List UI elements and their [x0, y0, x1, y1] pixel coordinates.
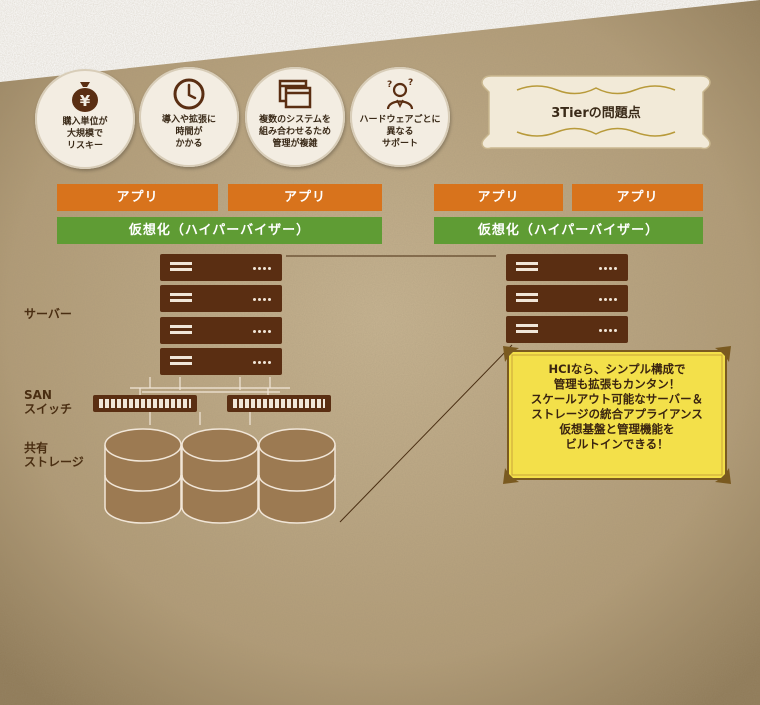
problem-item-management: 複数のシステムを 組み合わせるため 管理が複雑 [245, 67, 345, 167]
shared-storage-cylinders [104, 428, 336, 524]
problem-item-time: 導入や拡張に 時間が かかる [139, 67, 239, 167]
hci-note-text: HCIなら、シンプル構成で 管理も拡張もカンタン！ スケールアウト可能なサーバー… [530, 362, 704, 451]
san-switch-1 [93, 395, 197, 412]
left-server-4 [160, 348, 282, 375]
problem-item-support: ? ? ハードウェアごとに 異なる サポート [350, 67, 450, 167]
svg-text:?: ? [408, 78, 413, 88]
right-server-1 [506, 254, 628, 281]
left-virtualization-bar: 仮想化（ハイパーバイザー） [57, 217, 382, 244]
scroll-ornament [481, 75, 711, 150]
right-app-bar-1: アプリ [434, 184, 563, 211]
right-server-3 [506, 316, 628, 343]
left-server-3 [160, 317, 282, 344]
left-app-bar-1: アプリ [57, 184, 218, 211]
san-switch-label: SAN スイッチ [24, 388, 73, 416]
left-app-bar-2: アプリ [228, 184, 382, 211]
windows-icon [278, 79, 312, 109]
svg-text:?: ? [387, 80, 392, 90]
server-label: サーバー [24, 307, 72, 321]
right-server-2 [506, 285, 628, 312]
storage-cylinder-3 [258, 428, 336, 524]
san-switch-2 [227, 395, 331, 412]
problems-title-scroll: 3Tierの問題点 [477, 68, 715, 154]
left-server-1 [160, 254, 282, 281]
problem-text-purchase: 購入単位が 大規模で リスキー [62, 117, 108, 151]
confused-person-icon: ? ? [386, 78, 413, 110]
problem-text-time: 導入や拡張に 時間が かかる [161, 115, 216, 149]
problems-title: 3Tierの問題点 [551, 106, 641, 121]
problem-item-purchase: ¥ 購入単位が 大規模で リスキー [35, 69, 135, 169]
clock-icon [173, 78, 205, 110]
yen-bag-icon: ¥ [72, 82, 98, 112]
right-app-bar-2: アプリ [572, 184, 703, 211]
storage-cylinder-2 [181, 428, 259, 524]
shared-storage-label: 共有 ストレージ [24, 441, 84, 469]
problem-text-management: 複数のシステムを 組み合わせるため 管理が複雑 [258, 115, 331, 149]
svg-text:¥: ¥ [80, 92, 91, 110]
right-virtualization-bar: 仮想化（ハイパーバイザー） [434, 217, 703, 244]
note-frame [503, 346, 731, 484]
problem-text-support: ハードウェアごとに 異なる サポート [359, 115, 441, 149]
storage-cylinder-1 [104, 428, 182, 524]
left-server-2 [160, 285, 282, 312]
hci-note: HCIなら、シンプル構成で 管理も拡張もカンタン！ スケールアウト可能なサーバー… [503, 346, 731, 484]
